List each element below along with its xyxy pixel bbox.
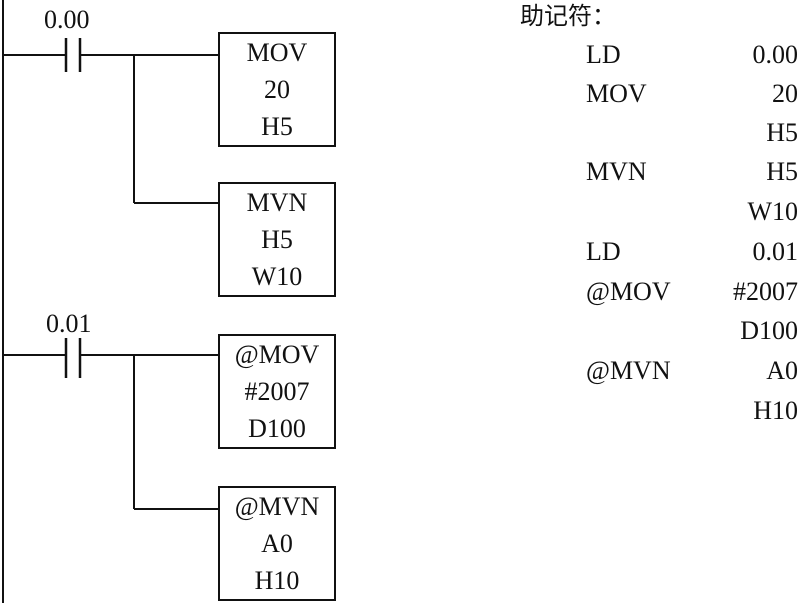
instruction-op: @MVN	[234, 492, 320, 521]
mnemonic-op: MVN	[586, 157, 647, 186]
mnemonic-arg: H5	[766, 118, 798, 147]
contact-label-0-01: 0.01	[46, 309, 92, 338]
instruction-arg: 20	[264, 75, 290, 104]
instruction-box-mov: MOV 20 H5	[218, 32, 336, 147]
instruction-arg: W10	[251, 262, 303, 291]
mnemonic-arg: H5	[766, 157, 798, 186]
instruction-arg: #2007	[244, 377, 310, 406]
mnemonic-op: LD	[586, 40, 621, 69]
instruction-arg: D100	[248, 414, 306, 443]
mnemonic-op: @MVN	[586, 356, 671, 385]
mnemonic-arg: H10	[753, 396, 798, 425]
instruction-op: MOV	[246, 38, 308, 67]
contact-label-0-00: 0.00	[44, 5, 90, 34]
instruction-arg: H10	[254, 566, 300, 595]
mnemonic-arg: 20	[772, 79, 798, 108]
mnemonic-op: LD	[586, 237, 621, 266]
mnemonic-arg: 0.00	[752, 40, 799, 69]
instruction-arg: H5	[261, 112, 293, 141]
mnemonic-op: MOV	[586, 79, 647, 108]
mnemonic-arg: 0.01	[752, 237, 799, 266]
instruction-op: MVN	[246, 188, 308, 217]
instruction-op: @MOV	[234, 340, 320, 369]
mnemonic-arg: D100	[740, 316, 798, 345]
mnemonic-title: 助记符：	[520, 2, 616, 30]
instruction-box-mvn: MVN H5 W10	[218, 182, 336, 297]
instruction-box-at-mvn: @MVN A0 H10	[218, 486, 336, 601]
instruction-arg: A0	[261, 529, 293, 558]
mnemonic-arg: #2007	[733, 277, 798, 306]
mnemonic-arg: A0	[766, 356, 798, 385]
instruction-box-at-mov: @MOV #2007 D100	[218, 334, 336, 449]
mnemonic-arg: W10	[747, 197, 798, 226]
instruction-arg: H5	[261, 225, 293, 254]
mnemonic-op: @MOV	[586, 277, 671, 306]
